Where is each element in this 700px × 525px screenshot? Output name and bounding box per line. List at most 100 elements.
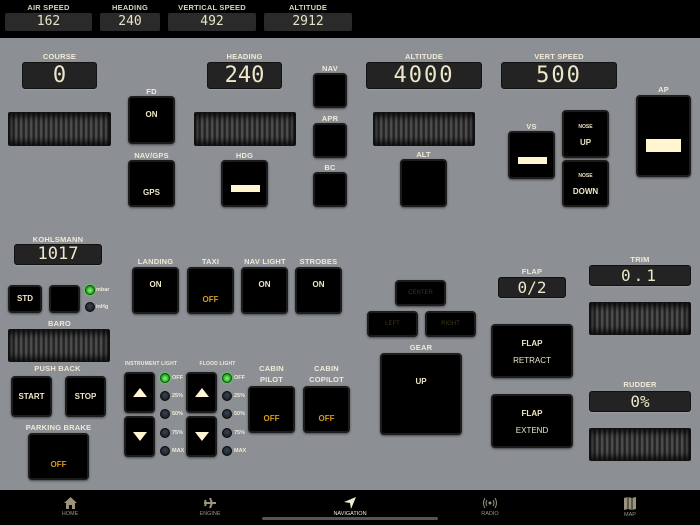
flood-led-75 xyxy=(222,428,232,438)
airplane-icon xyxy=(204,497,216,509)
gear-lever-button[interactable]: UP xyxy=(380,353,462,435)
rudder-wheel[interactable] xyxy=(589,428,691,461)
baro-wheel[interactable] xyxy=(8,329,110,362)
landing-button[interactable]: ON xyxy=(132,267,179,314)
flood-led-max xyxy=(222,446,232,456)
instrument-level-75: 75% xyxy=(172,430,184,436)
vert-speed-display: 500 xyxy=(501,62,617,89)
ap-button[interactable] xyxy=(636,95,691,177)
vs-button[interactable] xyxy=(508,131,555,179)
flap-display: 0/2 xyxy=(498,277,566,298)
course-display: 0 xyxy=(22,62,97,89)
fd-button[interactable]: ON xyxy=(128,96,175,144)
flight-data-bar: AIR SPEED 162 HEADING 240 VERTICAL SPEED… xyxy=(0,0,700,38)
std-label: STD xyxy=(17,294,33,303)
cabin-pilot-label1: CABIN xyxy=(259,364,284,373)
vert-speed-label: VERT SPEED xyxy=(534,52,584,61)
flood-led-off xyxy=(222,373,232,383)
tab-engine[interactable]: ENGINE xyxy=(140,490,280,525)
vertical-speed-value: 492 xyxy=(168,13,256,31)
bc-label: BC xyxy=(324,163,336,172)
tab-home-label: HOME xyxy=(61,511,79,517)
airspeed-value: 162 xyxy=(5,13,92,31)
tab-radio[interactable]: RADIO xyxy=(420,490,560,525)
nose-down-button[interactable]: NOSE DOWN xyxy=(562,160,609,207)
trim-wheel[interactable] xyxy=(589,302,691,335)
home-indicator[interactable] xyxy=(262,517,438,520)
heading-ap-label: HEADING xyxy=(226,52,263,61)
gear-left-label: LEFT xyxy=(385,321,400,327)
flood-level-off: OFF xyxy=(234,375,245,381)
trim-display: 0.1 xyxy=(589,265,691,286)
landing-state: ON xyxy=(149,280,162,289)
instrument-level-off: OFF xyxy=(172,375,183,381)
instrument-light-label: INSTRUMENT LIGHT xyxy=(124,361,178,367)
alt-button[interactable] xyxy=(400,159,447,207)
ap-indicator xyxy=(646,139,681,152)
flood-light-down-button[interactable] xyxy=(186,416,217,457)
inhg-label: inHg xyxy=(96,304,109,310)
cabin-copilot-label2: COPILOT xyxy=(309,375,344,384)
cabin-copilot-button[interactable]: OFF xyxy=(303,386,350,433)
instrument-light-up-button[interactable] xyxy=(124,372,155,413)
flap-extend-label2: EXTEND xyxy=(515,426,549,435)
instrument-level-25: 25% xyxy=(172,393,184,399)
heading-wheel[interactable] xyxy=(194,112,296,146)
tab-home[interactable]: HOME xyxy=(0,490,140,525)
flood-level-50: 50% xyxy=(234,411,246,417)
course-wheel[interactable] xyxy=(8,112,111,146)
cabin-pilot-button[interactable]: OFF xyxy=(248,386,295,433)
tab-map[interactable]: MAP xyxy=(560,490,700,525)
mbar-led xyxy=(85,285,95,295)
apr-label: APR xyxy=(321,114,339,123)
rudder-display: 0% xyxy=(589,391,691,412)
ap-label: AP xyxy=(658,85,669,94)
instrument-light-down-button[interactable] xyxy=(124,416,155,457)
vs-indicator xyxy=(518,157,547,164)
altitude-display: 4000 xyxy=(366,62,482,89)
bc-button[interactable] xyxy=(313,172,347,207)
tab-radio-label: RADIO xyxy=(481,511,499,517)
apr-button[interactable] xyxy=(313,123,347,158)
flood-light-up-button[interactable] xyxy=(186,372,217,413)
fd-state: ON xyxy=(145,110,158,119)
flap-retract-label1: FLAP xyxy=(521,339,543,348)
map-icon xyxy=(624,497,636,510)
radio-waves-icon xyxy=(483,497,497,509)
flap-retract-label2: RETRACT xyxy=(513,356,551,365)
pushback-stop-button[interactable]: STOP xyxy=(65,376,106,417)
nav-button[interactable] xyxy=(313,73,347,108)
flap-retract-button[interactable]: FLAP RETRACT xyxy=(491,324,573,378)
flap-label: FLAP xyxy=(521,267,543,276)
hdg-button[interactable] xyxy=(221,160,268,207)
gear-state: UP xyxy=(415,377,427,386)
altitude-label: ALTITUDE xyxy=(288,3,328,12)
flood-led-50 xyxy=(222,409,232,419)
kohlsmann-label: KOHLSMANN xyxy=(32,235,84,244)
cabin-pilot-state: OFF xyxy=(263,414,280,423)
pushback-start-button[interactable]: START xyxy=(11,376,52,417)
strobes-state: ON xyxy=(312,280,325,289)
flap-extend-button[interactable]: FLAP EXTEND xyxy=(491,394,573,448)
parking-brake-label: PARKING BRAKE xyxy=(25,423,92,432)
parking-brake-button[interactable]: OFF xyxy=(28,433,89,480)
tab-navigation[interactable]: NAVIGATION xyxy=(280,490,420,525)
tab-navigation-label: NAVIGATION xyxy=(333,511,367,517)
baro-unit-button[interactable] xyxy=(49,285,80,313)
strobes-button[interactable]: ON xyxy=(295,267,342,314)
std-button[interactable]: STD xyxy=(8,285,42,313)
taxi-button[interactable]: OFF xyxy=(187,267,234,314)
flood-level-75: 75% xyxy=(234,430,246,436)
nav-light-button[interactable]: ON xyxy=(241,267,288,314)
vs-label: VS xyxy=(526,122,537,131)
altitude-wheel[interactable] xyxy=(373,112,475,146)
nav-gps-button[interactable]: GPS xyxy=(128,160,175,207)
mbar-label: mbar xyxy=(96,287,110,293)
arrow-up-icon xyxy=(133,388,147,397)
nav-light-label: NAV LIGHT xyxy=(244,257,286,266)
nose-down-label: DOWN xyxy=(572,187,599,196)
gear-right-indicator: RIGHT xyxy=(425,311,476,337)
nose-up-button[interactable]: NOSE UP xyxy=(562,110,609,158)
instrument-led-50 xyxy=(160,409,170,419)
hdg-label: HDG xyxy=(235,151,254,160)
